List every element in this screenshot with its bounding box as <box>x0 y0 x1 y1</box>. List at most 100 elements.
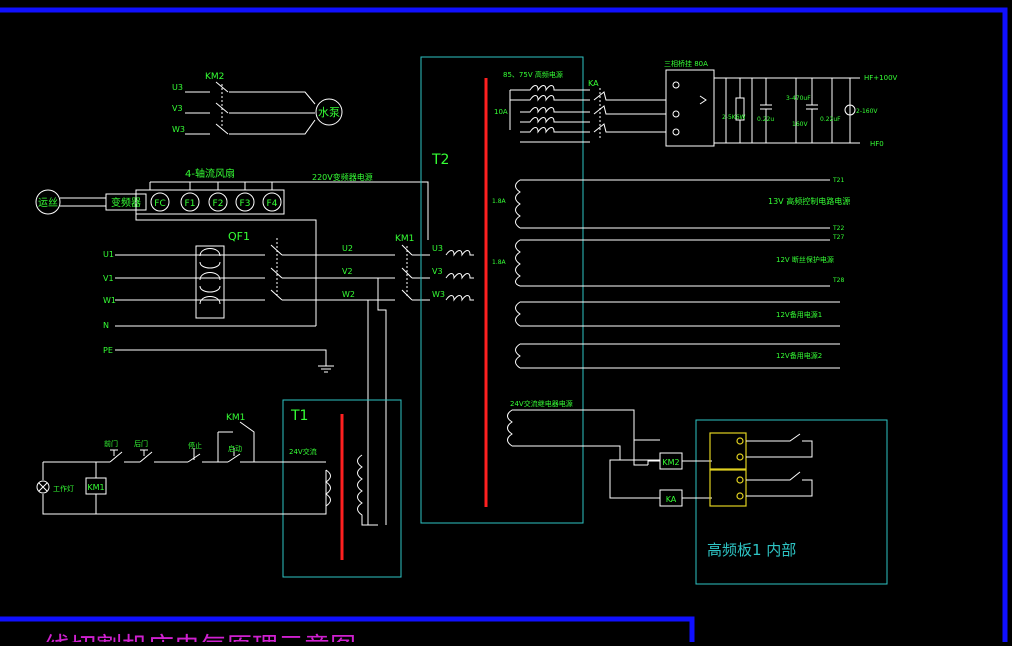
t1-winding-label: 24V交流 <box>289 447 317 456</box>
t2-winding1-label: 13V 高频控制电路电源 <box>768 196 850 206</box>
board-terminal-screws <box>736 437 744 500</box>
fan-device-f2 <box>208 192 228 212</box>
button-stop: 停止 <box>188 441 202 450</box>
input-pe: PE <box>103 346 113 355</box>
fan-device-f1-label: F1 <box>185 199 196 209</box>
fan-device-f1 <box>180 192 200 212</box>
t2-winding2-label: 12V 断丝保护电源 <box>776 255 834 264</box>
button-front-door: 前门 <box>104 439 118 448</box>
pump-motor-symbol <box>315 98 343 126</box>
t1-transformer: T1 24V交流 <box>282 399 402 578</box>
work-lamp-label: 工作灯 <box>53 484 74 493</box>
cap-3: 3-470uF <box>786 95 811 102</box>
t2-title: T2 <box>431 152 449 168</box>
mid-u2: U2 <box>342 244 353 253</box>
main-contactor-label: KM1 <box>395 234 414 244</box>
pump-phase-u: U3 <box>172 83 183 92</box>
fan-device-frame <box>135 189 285 215</box>
inverter-label: 变频器 <box>111 196 141 209</box>
board-contacts <box>746 433 813 497</box>
breaker-body <box>195 245 225 319</box>
t2-transformer: T2 85、75V 高频电源 10A KA 三相桥挂 80A 2-5K6W 0.… <box>420 56 898 524</box>
fan-title: 4-轴流风扇 <box>185 167 235 180</box>
t2-winding1-t22: T22 <box>832 225 844 232</box>
t2-winding3-label: 12V备用电源1 <box>776 310 822 319</box>
t1-feed-wires <box>367 278 387 526</box>
km1-holding-label: KM1 <box>226 413 245 423</box>
board-terminal-block-2 <box>709 469 747 507</box>
t1-frame <box>282 399 402 578</box>
cap-5: 0.22uF <box>820 116 841 123</box>
t2-winding2-current: 1.8A <box>492 259 507 266</box>
t2-secondary-leads <box>520 179 840 369</box>
board-terminal-block-1 <box>709 432 747 470</box>
button-start: 启动 <box>228 444 242 453</box>
t2-relay-winding <box>507 409 660 499</box>
out-w3: W3 <box>432 290 445 299</box>
t2-hv-label: 85、75V 高频电源 <box>503 70 563 79</box>
cap-4: 160V <box>792 121 808 128</box>
breaker-label: QF1 <box>228 230 250 243</box>
ka-coil-label: KA <box>666 495 677 504</box>
fan-circuit: 4-轴流风扇 220V变频器电源 运丝 变频器 FC F1 F2 F3 F4 <box>35 167 429 326</box>
t2-hv-tap: 10A <box>494 108 508 116</box>
pump-contactor-label: KM2 <box>205 72 224 82</box>
fan-bus <box>149 181 429 240</box>
input-n: N <box>103 321 109 330</box>
input-v1: V1 <box>103 274 114 283</box>
pump-phase-w: W3 <box>172 125 185 134</box>
t1-title: T1 <box>290 408 308 424</box>
pump-wires <box>185 81 316 135</box>
drawing-caption: 线切割机床电气原理示意图 <box>44 633 356 642</box>
work-lamp-cross <box>38 482 48 492</box>
t2-winding1-t21: T21 <box>832 177 844 184</box>
t2-hv-windings <box>509 85 590 143</box>
supply-wires <box>115 244 430 366</box>
cap-2: 0.22u <box>757 116 774 123</box>
fan-feed-label: 220V变频器电源 <box>312 172 373 182</box>
dc-bus <box>714 77 860 144</box>
rectifier-label: 三相桥挂 80A <box>664 59 708 68</box>
breaker-thermal-curves <box>199 248 221 305</box>
t2-relay-label: KA <box>588 79 599 88</box>
control-wires <box>42 421 327 515</box>
work-lamp-icon <box>36 480 50 494</box>
hf-board-frame <box>695 419 888 585</box>
t2-frame <box>420 56 584 524</box>
hf-board-title: 高频板1 内部 <box>707 541 796 559</box>
board-coil-leads <box>647 460 712 499</box>
out-u3: U3 <box>432 244 443 253</box>
t2-relay-winding-label: 24V交流继电器电源 <box>510 399 573 408</box>
control-button-contacts <box>109 448 241 463</box>
cap-6: 2-160V <box>856 108 878 115</box>
button-back-door: 后门 <box>134 439 148 448</box>
control-circuit: 工作灯 KM1 KM1 前门 后门 停止 启动 <box>36 413 327 515</box>
fan-device-f3 <box>235 192 255 212</box>
wire-drive-motor-label: 运丝 <box>38 197 58 209</box>
mid-w2: W2 <box>342 290 355 299</box>
t2-winding1-current: 1.8A <box>492 198 507 205</box>
motor-inverter-link <box>60 197 106 207</box>
fan-device-f2-label: F2 <box>213 199 224 209</box>
pump-motor-label: 水泵 <box>318 106 340 119</box>
dc-terminal-plus: HF+100V <box>864 74 898 82</box>
t1-secondary-coil <box>325 469 331 507</box>
t2-relay-contacts <box>593 91 666 133</box>
fan-device-f4-label: F4 <box>267 199 278 209</box>
main-supply: QF1 U1 V1 W1 N PE U2 V2 W2 KM1 U3 V3 W3 <box>103 230 445 526</box>
wire-drive-motor-symbol <box>35 189 61 215</box>
t2-secondary-coils <box>515 179 521 369</box>
pump-phase-v: V3 <box>172 104 183 113</box>
input-w1: W1 <box>103 296 116 305</box>
rectifier-terminals <box>672 81 707 136</box>
t2-primary-coil <box>445 250 474 302</box>
cap-1: 2-5K6W <box>722 114 746 121</box>
t1-primary-coil <box>357 454 378 526</box>
fan-device-fc-label: FC <box>154 199 165 209</box>
km1-coil-box <box>85 477 107 495</box>
pump-circuit: KM2 U3 V3 W3 水泵 <box>172 72 343 135</box>
t2-winding2-t27: T27 <box>832 234 844 241</box>
dc-terminal-zero: HF0 <box>870 140 884 148</box>
